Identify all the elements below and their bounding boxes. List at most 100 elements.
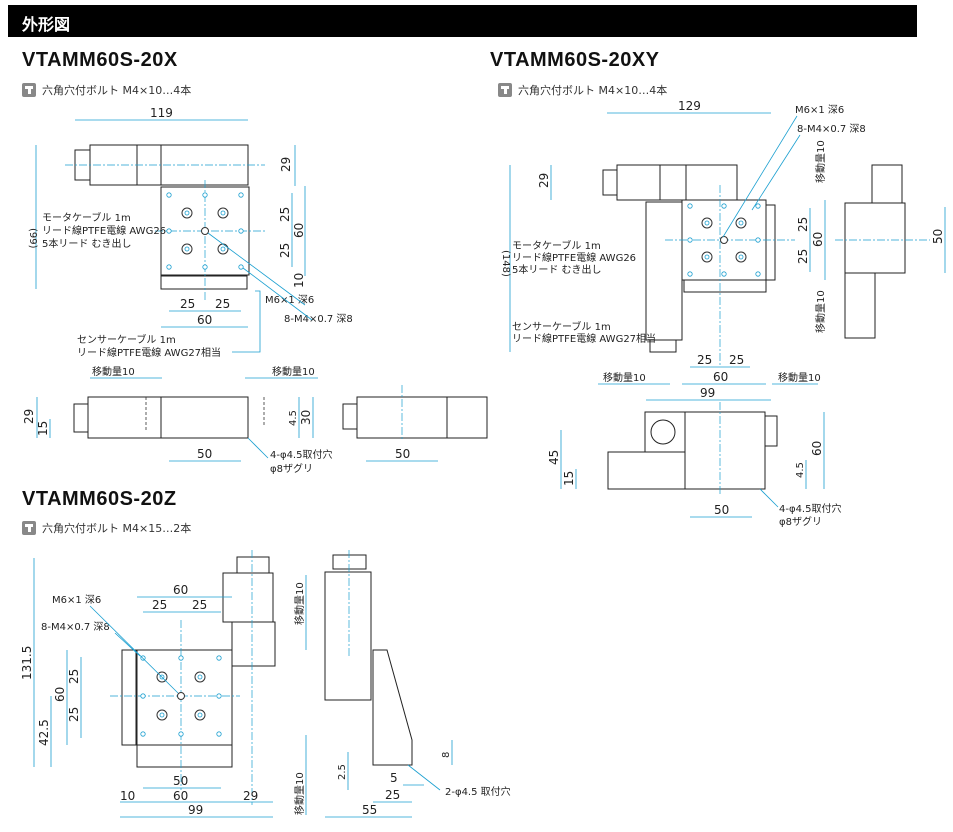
x-side-cap xyxy=(73,403,89,433)
counterbore-inner xyxy=(704,254,710,260)
z-side-body xyxy=(324,571,372,701)
xy-end-motor xyxy=(871,164,903,204)
xy-dim-b60: 60 xyxy=(713,370,728,384)
z-side-2-5: 2.5 xyxy=(337,764,348,780)
x-dim-10: 10 xyxy=(292,273,306,288)
z-side-travel-top: 移動量10 xyxy=(293,582,306,625)
x-dim-29: 29 xyxy=(279,157,293,172)
counterbore-inner xyxy=(159,712,165,718)
tap-hole xyxy=(238,264,244,270)
center-tap-hole xyxy=(720,236,728,244)
z-motor xyxy=(222,572,274,623)
tap-hole xyxy=(755,237,761,243)
tap-hole xyxy=(238,228,244,234)
x-side-29: 29 xyxy=(22,409,36,424)
bolt-icon xyxy=(22,521,36,535)
x-side-stage xyxy=(160,396,249,439)
tap-hole xyxy=(166,192,172,198)
xy-y-cap xyxy=(649,339,677,353)
z-callout-center: M6×1 深6 xyxy=(52,594,101,606)
bolt-icon xyxy=(22,83,36,97)
z-side-5: 5 xyxy=(390,771,398,785)
x-motor-cable-3: 5本リード むき出し xyxy=(42,237,132,250)
counterbore-inner xyxy=(197,674,203,680)
x-callout-taps: 8-M4×0.7 深8 xyxy=(284,313,353,325)
z-dim-top60: 60 xyxy=(173,583,188,597)
z-side-view: 移動量10 移動量10 2.5 8 5 25 55 2-φ4.5 取付穴 xyxy=(293,550,511,818)
z-side-8: 8 xyxy=(441,752,452,758)
counterbore-inner xyxy=(220,246,226,252)
z-dim-bot99: 99 xyxy=(188,803,203,817)
x-motor-cable-1: モータケーブル 1m xyxy=(42,211,131,224)
xy-dim-25a: 25 xyxy=(796,217,810,232)
z-side-bracket xyxy=(372,649,413,766)
bolt-icon xyxy=(498,83,512,97)
xy-dim-b99: 99 xyxy=(700,386,715,400)
x-rail xyxy=(160,275,248,290)
section-title: 外形図 xyxy=(22,15,71,34)
z-side-mount-hole: 2-φ4.5 取付穴 xyxy=(445,785,511,798)
bolt-note-text: 六角穴付ボルト M4×15…2本 xyxy=(42,522,192,535)
xy-side-50: 50 xyxy=(714,503,729,517)
xy-side-stage xyxy=(684,411,766,490)
x-dim-b25b: 25 xyxy=(215,297,230,311)
x-side-50: 50 xyxy=(197,447,212,461)
x-dim-b25a: 25 xyxy=(180,297,195,311)
x-dim-99: (99) xyxy=(27,228,38,249)
model-title-x: VTAMM60S-20X xyxy=(22,49,178,71)
x-sensor-cable-2: リード線PTFE電線 AWG27相当 xyxy=(77,346,221,359)
xy-dim-60: 60 xyxy=(811,232,825,247)
tap-hole xyxy=(216,655,222,661)
xy-travel-left: 移動量10 xyxy=(603,371,646,384)
bolt-note-text: 六角穴付ボルト M4×10…4本 xyxy=(42,84,192,97)
xy-motor-cable-2: リード線PTFE電線 AWG26 xyxy=(512,251,636,264)
x-dim-25a: 25 xyxy=(278,207,292,222)
z-dim-top25a: 25 xyxy=(152,598,167,612)
x-motor-cable-2: リード線PTFE電線 AWG26 xyxy=(42,224,166,237)
z-base xyxy=(136,744,233,768)
x-callout-center: M6×1 深6 xyxy=(265,294,314,306)
xy-dim-b25b: 25 xyxy=(729,353,744,367)
xy-top-view: 129 (148) 29 25 25 60 移動量10 移動量10 25 25 … xyxy=(500,99,946,401)
bolt-note-z: 六角穴付ボルト M4×15…2本 xyxy=(22,520,191,536)
z-dim-42-5: 42.5 xyxy=(37,719,51,746)
tap-hole xyxy=(687,271,693,277)
z-dim-131-5: 131.5 xyxy=(20,646,34,680)
model-title-z: VTAMM60S-20Z xyxy=(22,488,177,510)
xy-sensor-cable-1: センサーケーブル 1m xyxy=(512,320,611,333)
x-side-counterbore: φ8ザグリ xyxy=(270,462,313,475)
tap-hole xyxy=(202,192,208,198)
bolt-note-text: 六角穴付ボルト M4×10…4本 xyxy=(518,84,668,97)
xy-end-50: 50 xyxy=(931,229,945,244)
xy-side-15: 15 xyxy=(562,471,576,486)
z-side-travel-bottom: 移動量10 xyxy=(293,772,306,815)
xy-travel-top: 移動量10 xyxy=(814,140,827,183)
z-dim-25a: 25 xyxy=(67,669,81,684)
xy-dim-25b: 25 xyxy=(796,249,810,264)
z-front-view: 131.5 60 25 25 42.5 60 25 25 50 10 60 29… xyxy=(20,550,276,818)
tap-hole xyxy=(178,731,184,737)
xy-side-motor xyxy=(607,451,686,490)
xy-side-block xyxy=(764,415,778,447)
x-dim-25b: 25 xyxy=(278,243,292,258)
xy-end-lower xyxy=(844,272,876,339)
tap-hole xyxy=(178,655,184,661)
z-dim-bot10: 10 xyxy=(120,789,135,803)
z-side-rail xyxy=(121,649,137,746)
xy-callout-taps: 8-M4×0.7 深8 xyxy=(797,123,866,135)
z-side-55: 55 xyxy=(362,803,377,817)
z-dim-25b: 25 xyxy=(67,707,81,722)
xy-rail xyxy=(683,279,767,293)
x-end-block xyxy=(342,403,358,430)
xy-dim-29: 29 xyxy=(537,173,551,188)
tap-hole xyxy=(755,203,761,209)
center-tap-hole xyxy=(201,227,209,235)
counterbore-inner xyxy=(704,220,710,226)
xy-side-45: 45 xyxy=(547,450,561,465)
xy-side-4-5: 4.5 xyxy=(795,462,806,478)
xy-motor-cable-3: 5本リード むき出し xyxy=(512,263,602,276)
xy-dim-b25a: 25 xyxy=(697,353,712,367)
counterbore-inner xyxy=(738,254,744,260)
x-dim-60: 60 xyxy=(292,223,306,238)
tap-hole xyxy=(166,264,172,270)
